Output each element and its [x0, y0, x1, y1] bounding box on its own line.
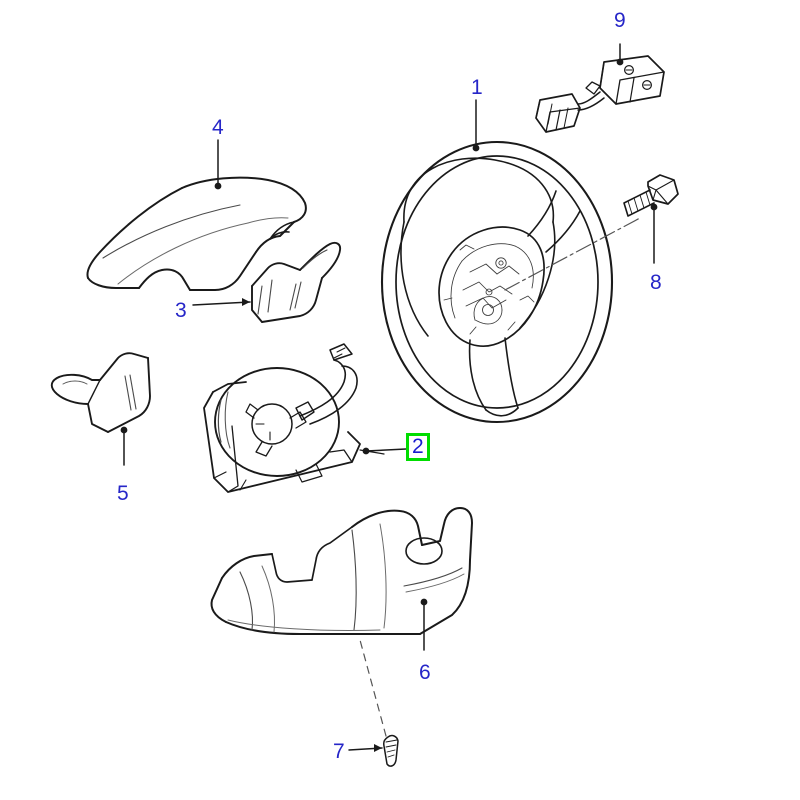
- assembly-dashline-screw: [359, 639, 387, 737]
- assembly-centerline-bolt: [504, 217, 641, 291]
- callout-label-7[interactable]: 7: [333, 740, 345, 763]
- part-upper-column-shroud: [86, 139, 307, 291]
- callout-label-3[interactable]: 3: [175, 299, 187, 322]
- callout-label-6[interactable]: 6: [419, 661, 431, 684]
- part-steering-wheel: [380, 99, 614, 424]
- callout-label-8[interactable]: 8: [650, 271, 662, 294]
- part-steering-wheel-switch-pack: [535, 43, 665, 133]
- callout-label-4[interactable]: 4: [212, 116, 224, 139]
- callout-label-9[interactable]: 9: [614, 9, 626, 32]
- callout-label-1[interactable]: 1: [471, 76, 483, 99]
- part-shroud-fixing-screw: [348, 734, 399, 767]
- callout-label-5[interactable]: 5: [117, 482, 129, 505]
- part-column-stalk-switch-right: [192, 241, 342, 323]
- part-clockspring-rotary-coupler: [203, 343, 407, 493]
- part-column-stalk-switch-left: [50, 352, 151, 466]
- part-steering-wheel-retaining-bolt: [623, 174, 679, 264]
- part-lower-column-shroud: [210, 507, 473, 651]
- callout-label-2[interactable]: 2: [406, 433, 430, 461]
